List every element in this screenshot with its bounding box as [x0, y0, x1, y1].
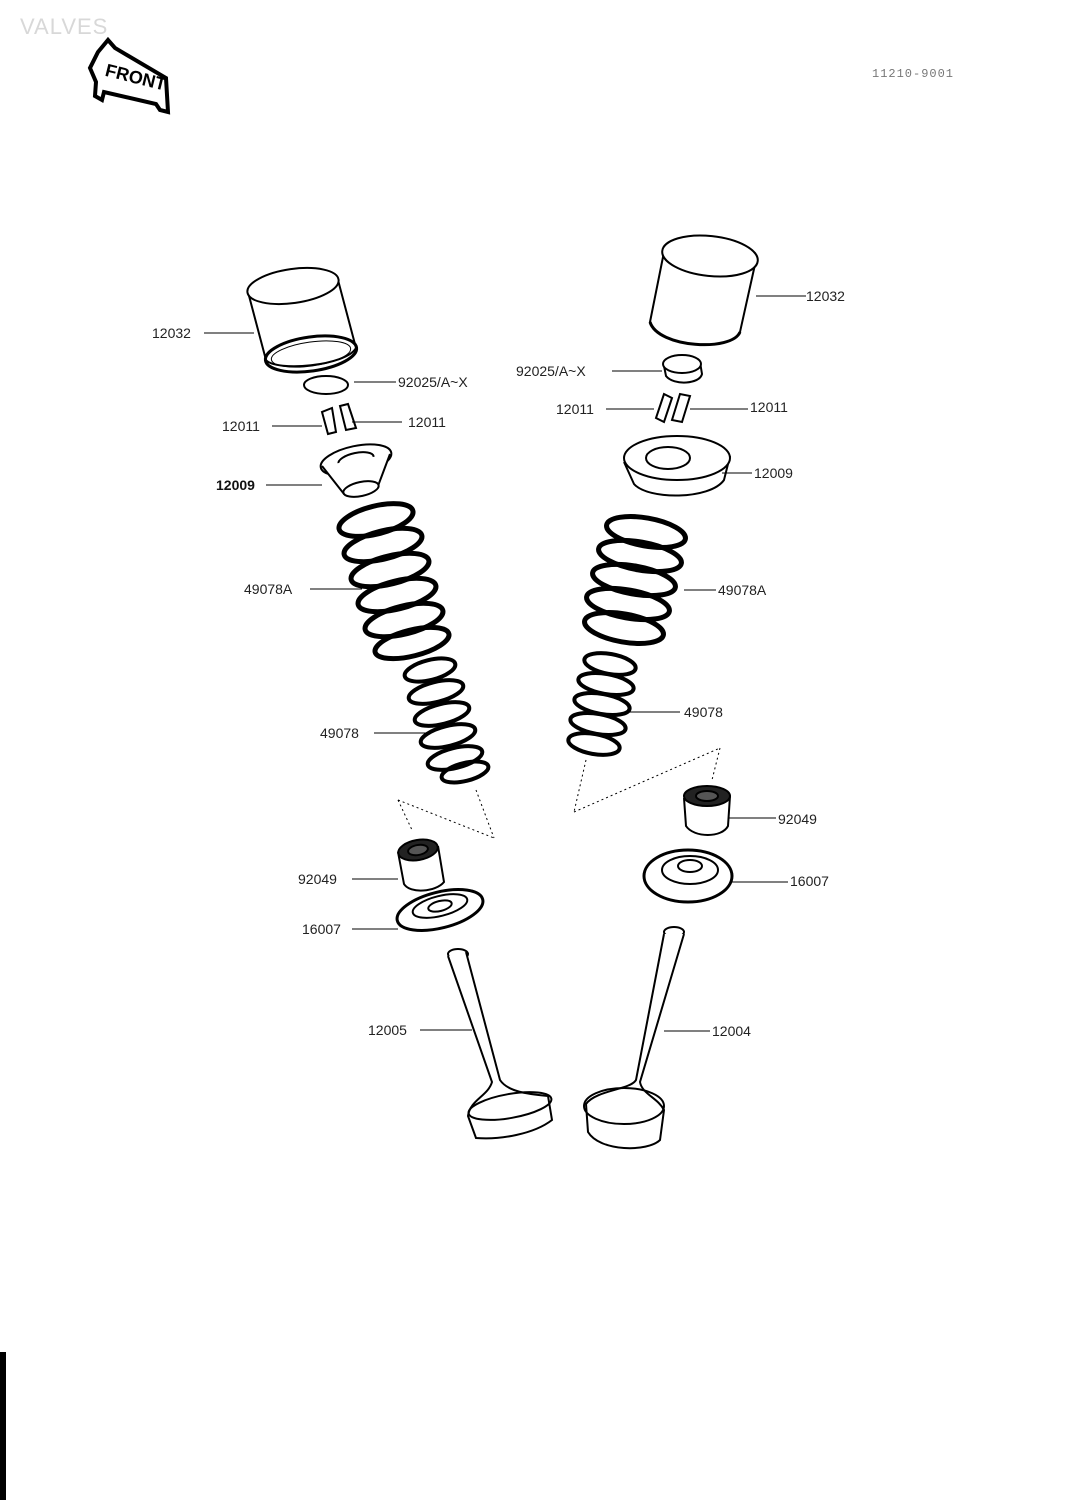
label-retainer-left: 12009	[216, 477, 255, 493]
seat-right	[642, 848, 734, 904]
tappet-left	[246, 266, 359, 374]
outer-spring-right	[582, 514, 688, 646]
inner-spring-left	[402, 656, 491, 785]
label-outer-spring-left: 49078A	[244, 581, 293, 597]
shim-left	[303, 375, 349, 395]
label-keeper-left-a: 12011	[222, 418, 260, 434]
scan-edge	[0, 1352, 6, 1500]
label-keeper-left-b: 12011	[408, 414, 446, 430]
label-seat-right: 16007	[790, 873, 829, 889]
seal-left	[397, 838, 446, 892]
drawing-code: 11210-9001	[872, 67, 955, 81]
label-seal-right: 92049	[778, 811, 817, 827]
label-outer-spring-right: 49078A	[718, 582, 767, 598]
leader-dashes-left	[397, 789, 495, 839]
label-keeper-right-a: 12011	[556, 401, 594, 417]
inner-spring-right	[566, 651, 638, 757]
label-shim-left: 92025/A~X	[398, 374, 468, 390]
tappet-right	[648, 234, 759, 347]
label-valve-right: 12004	[712, 1023, 751, 1039]
label-retainer-right: 12009	[754, 465, 793, 481]
diagram-title: VALVES	[20, 14, 109, 39]
label-keeper-right-b: 12011	[750, 399, 788, 415]
outer-spring-left	[336, 501, 452, 662]
label-shim-right: 92025/A~X	[516, 363, 586, 379]
label-inner-spring-left: 49078	[320, 725, 359, 741]
label-seat-left: 16007	[302, 921, 341, 937]
seal-right	[683, 785, 731, 836]
seat-left	[395, 888, 485, 932]
front-badge: FRONT	[87, 36, 171, 115]
shim-right	[662, 354, 704, 384]
label-inner-spring-right: 49078	[684, 704, 723, 720]
retainer-right	[623, 435, 731, 497]
label-tappet-left: 12032	[152, 325, 191, 341]
label-seal-left: 92049	[298, 871, 337, 887]
label-leaders	[204, 295, 806, 1032]
leader-dashes-right	[573, 747, 721, 813]
valve-right	[583, 926, 685, 1150]
keepers-left	[320, 402, 358, 436]
retainer-left	[319, 443, 393, 498]
keepers-right	[654, 392, 692, 424]
valve-left	[447, 948, 554, 1140]
label-valve-left: 12005	[368, 1022, 407, 1038]
label-tappet-right: 12032	[806, 288, 845, 304]
